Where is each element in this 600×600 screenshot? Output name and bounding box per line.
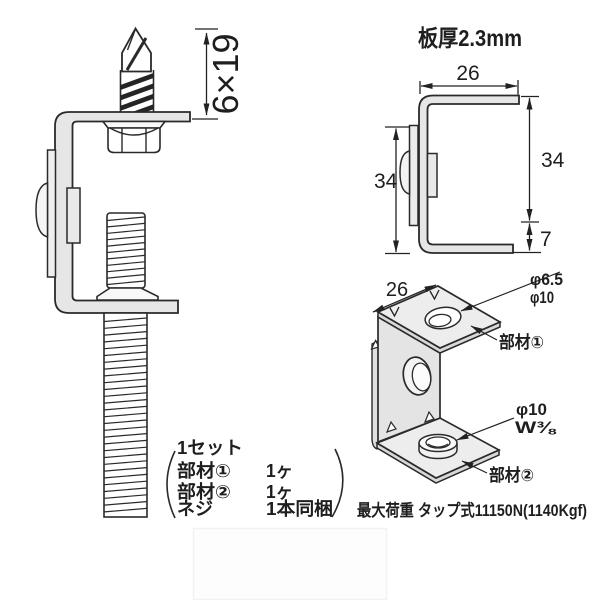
ring-hole [425,436,451,449]
iso-top-hole-inner [428,313,452,328]
side-view: 板厚2.3mm 26 34 34 7 [374,25,565,255]
flange-washer [96,287,159,301]
threaded-rod-lower [103,312,148,518]
paren-right [331,448,344,518]
nut-facets [109,127,159,153]
screw-flute-line [125,37,148,71]
iso-view: 26 φ6.5 φ10 部材① φ10 W⅜ 部材② [370,270,563,485]
set-item-qty: 1本同梱 [266,498,333,519]
threaded-rod-upper [106,212,146,289]
plate-thickness-title: 板厚2.3mm [418,25,522,51]
iso-dim-line [372,284,437,313]
set-item-qty: 1ヶ [266,482,293,502]
rod-lower-threads [104,317,147,513]
paren-left [166,450,176,519]
hex-flange-nut [101,120,167,154]
faint-bottom-box [192,527,388,600]
set-contents: 1セット 部材① 1ヶ 部材② 1ヶ ネジ 1本同梱 [166,438,344,519]
side-dimensions [385,80,541,255]
iso-ring-nut [418,433,458,460]
set-title: 1セット [177,438,243,458]
label-top-hole-small: φ6.5 [530,270,563,289]
label-part2: 部材② [489,465,534,485]
label-top-hole-large: φ10 [530,288,554,307]
max-load-note: 最大荷重 タップ式11150N(1140Kgf) [357,500,587,520]
screw-tip [121,26,152,73]
leader-top-hole [460,271,561,312]
rod-upper-threads [107,216,145,286]
set-item-name: 部材① [177,460,231,481]
dim-34-right-label: 34 [541,149,565,172]
iso-dim-vtick-1 [389,306,400,318]
side-part1-boss [399,150,411,195]
label-bottom-thread: W⅜ [515,418,557,437]
set-item-qty: 1ヶ [266,461,293,481]
screw-dimension [192,28,218,120]
set-item-name: ネジ [177,499,213,519]
nut-flange [101,120,167,129]
part1-inner-strip [66,187,81,244]
set-item-name: 部材② [177,481,231,502]
iso-dim-vtick-2 [429,289,440,301]
set-item-row: 部材② 1ヶ [177,481,293,502]
iso-dart-2 [423,410,435,423]
side-part1-backing [426,152,438,198]
nut-body [107,127,161,154]
leader-part1 [470,325,498,341]
leader-part2 [461,460,488,474]
dim-26-label: 26 [456,62,479,85]
side-part1-strip [408,124,419,227]
label-part1: 部材① [499,332,544,352]
iso-side-boss-hole [411,362,432,392]
dim-34-left-label: 34 [374,170,398,193]
iso-leaders [456,271,561,474]
drilling-screw [119,26,155,122]
screw-flute-line2 [126,28,137,51]
ring-hole-shadow [427,443,449,448]
part1-edge-strip [46,149,57,278]
iso-dim-26-label: 26 [386,279,408,301]
assembly-view: 6×19 [35,26,246,518]
set-item-row: 部材① 1ヶ [177,460,293,481]
side-channel [418,94,520,254]
iso-dart-1 [385,420,397,433]
set-item-row: ネジ 1本同梱 [177,498,333,519]
leader-bottom-hole [456,417,515,441]
iso-dimension-26 [372,284,440,318]
part1-boss [35,182,49,238]
bracket-channel [54,111,191,314]
dim-7-label: 7 [540,228,552,251]
screw-size-label: 6×19 [205,33,246,114]
label-bottom-hole: φ10 [516,400,547,419]
